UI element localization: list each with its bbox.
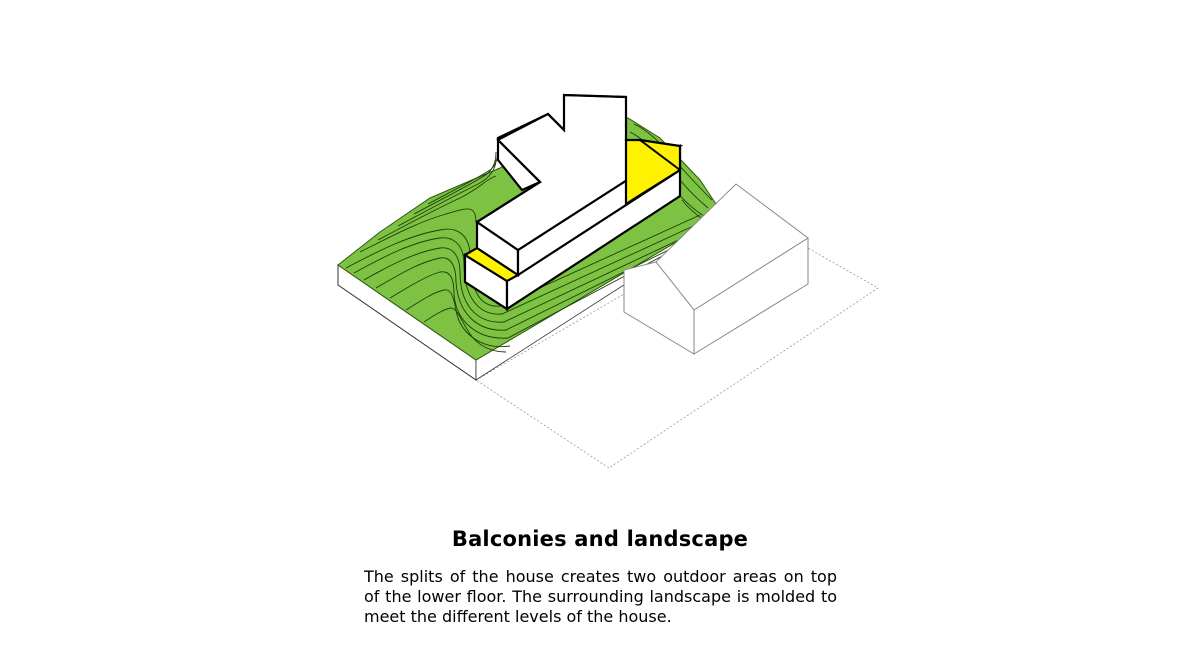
- caption-description: The splits of the house creates two outd…: [364, 567, 837, 626]
- contour-line: [423, 307, 507, 353]
- neighbor-house-gable: [623, 261, 695, 355]
- roof-edge: [626, 139, 681, 171]
- contour-line: [345, 214, 701, 307]
- contour-line: [413, 151, 497, 215]
- contour-line: [359, 208, 477, 253]
- contour-line: [397, 159, 497, 227]
- contour-line: [377, 175, 497, 241]
- contour-line: [389, 235, 701, 339]
- contour-lines: [345, 123, 713, 353]
- contour-line: [353, 221, 703, 315]
- contour-line: [405, 289, 511, 348]
- neighbor-house: [623, 183, 809, 355]
- caption-title: Balconies and landscape: [451, 527, 749, 551]
- site-boundary: [475, 217, 879, 469]
- contour-line: [375, 231, 706, 331]
- house-edges: [476, 93, 681, 223]
- roof-edge: [476, 181, 541, 223]
- roof-edge: [496, 93, 627, 204]
- contour-line: [363, 227, 705, 323]
